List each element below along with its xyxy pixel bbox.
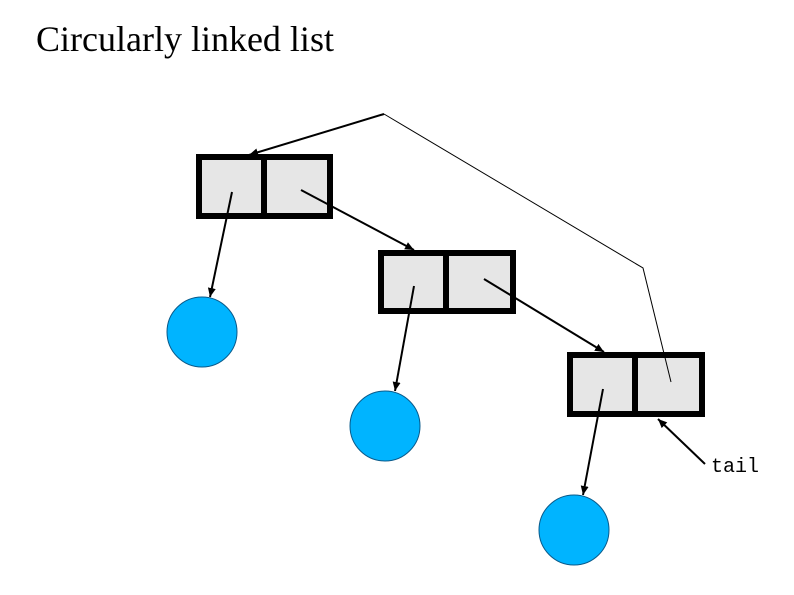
circular-link [383, 113, 672, 383]
next-pointer-1 [300, 189, 415, 251]
element-1 [166, 296, 238, 368]
circular-link-arrow [248, 113, 385, 157]
page-title: Circularly linked list [36, 19, 334, 59]
element-3 [538, 494, 610, 566]
element-pointer-1 [207, 191, 233, 298]
tail-pointer [657, 418, 706, 465]
element-pointer-2 [392, 285, 415, 392]
node-1 [196, 154, 333, 219]
node-2 [378, 250, 516, 314]
element-pointer-3 [580, 388, 604, 496]
next-pointer-2 [483, 278, 605, 353]
tail-label: tail [711, 456, 760, 479]
element-2 [349, 390, 421, 462]
node-3 [567, 352, 705, 417]
